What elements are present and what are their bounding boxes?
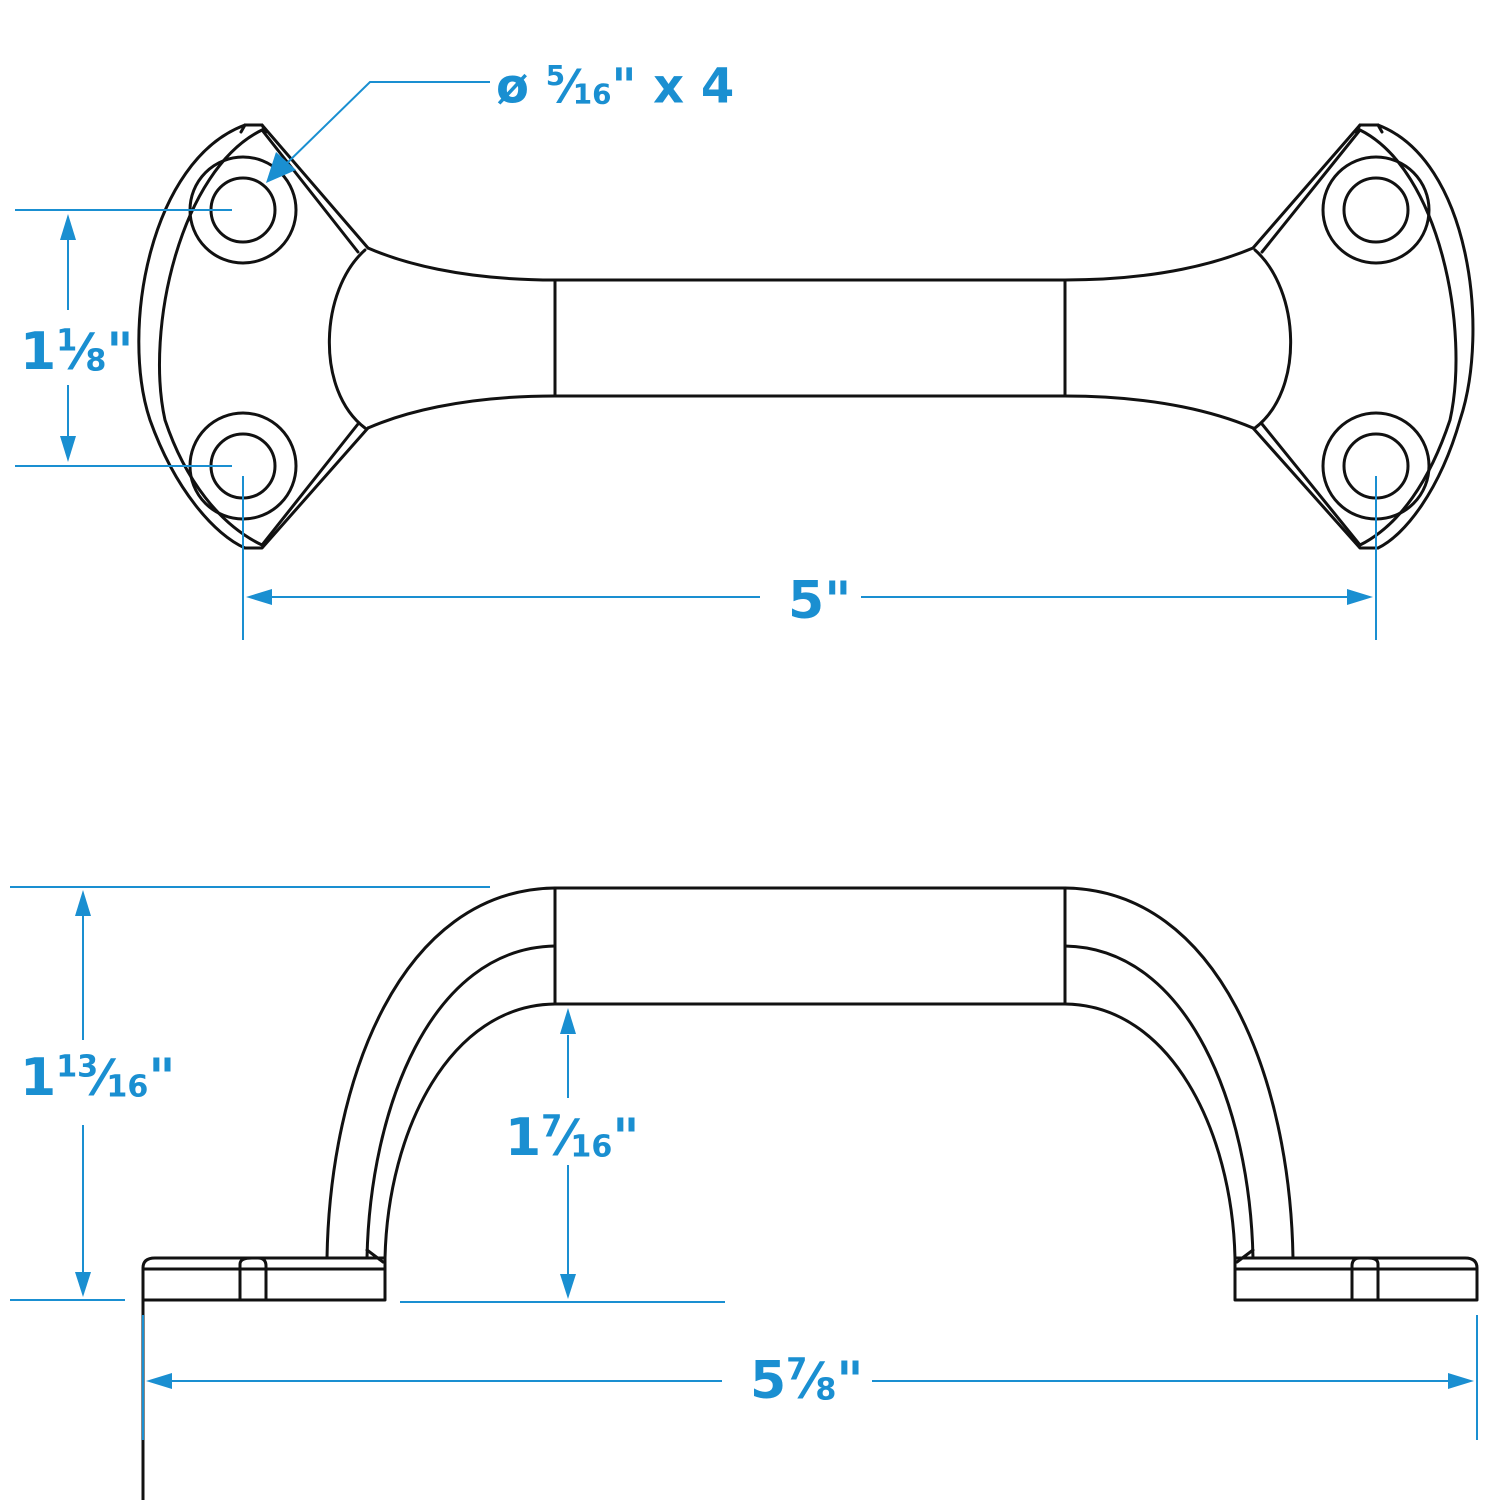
fraction-numerator: 13 — [56, 1049, 99, 1085]
inch-unit: " — [824, 571, 852, 631]
left-foot — [141, 1256, 387, 1500]
inch-unit: " — [106, 322, 134, 382]
side-dimensions — [10, 886, 1478, 1440]
whole-number: 5 — [750, 1351, 787, 1411]
top-view — [15, 81, 1475, 640]
quantity-suffix: x 4 — [636, 58, 735, 115]
handle-arch — [325, 886, 1295, 1264]
fraction-numerator: 7 — [786, 1352, 808, 1388]
left-base — [137, 123, 370, 550]
hole-spacing-horizontal-label: 5" — [778, 575, 862, 627]
fraction-numerator: 1 — [56, 323, 78, 359]
overall-length-label: 57⁄8" — [742, 1355, 872, 1407]
fraction-denominator: 8 — [85, 343, 107, 379]
whole-number: 1 — [505, 1108, 542, 1168]
fraction-numerator: 7 — [541, 1109, 563, 1145]
hole-spacing-vertical-label: 11⁄8" — [20, 322, 134, 382]
fraction-denominator: 16 — [106, 1069, 149, 1105]
right-base — [1251, 123, 1475, 550]
fraction-numerator: 5 — [545, 59, 566, 92]
fraction-denominator: 16 — [570, 1129, 613, 1165]
hole-diameter-callout: ø 5⁄16" x 4 — [496, 58, 735, 115]
fraction-denominator: 8 — [815, 1372, 837, 1408]
inch-unit: " — [611, 58, 637, 115]
fraction-denominator: 16 — [572, 77, 612, 111]
right-foot — [1233, 1256, 1479, 1302]
inch-unit: " — [148, 1048, 176, 1108]
clearance-height-label: 17⁄16" — [505, 1108, 640, 1168]
diameter-symbol: ø — [496, 58, 529, 115]
overall-height-label: 113⁄16" — [20, 1048, 176, 1108]
handle-bar-top — [366, 246, 1255, 430]
whole-number: 5 — [788, 571, 825, 631]
side-view — [10, 886, 1479, 1500]
whole-number: 1 — [20, 322, 57, 382]
inch-unit: " — [612, 1108, 640, 1168]
inch-unit: " — [836, 1351, 864, 1411]
top-dimensions — [15, 81, 1377, 640]
whole-number: 1 — [20, 1048, 57, 1108]
